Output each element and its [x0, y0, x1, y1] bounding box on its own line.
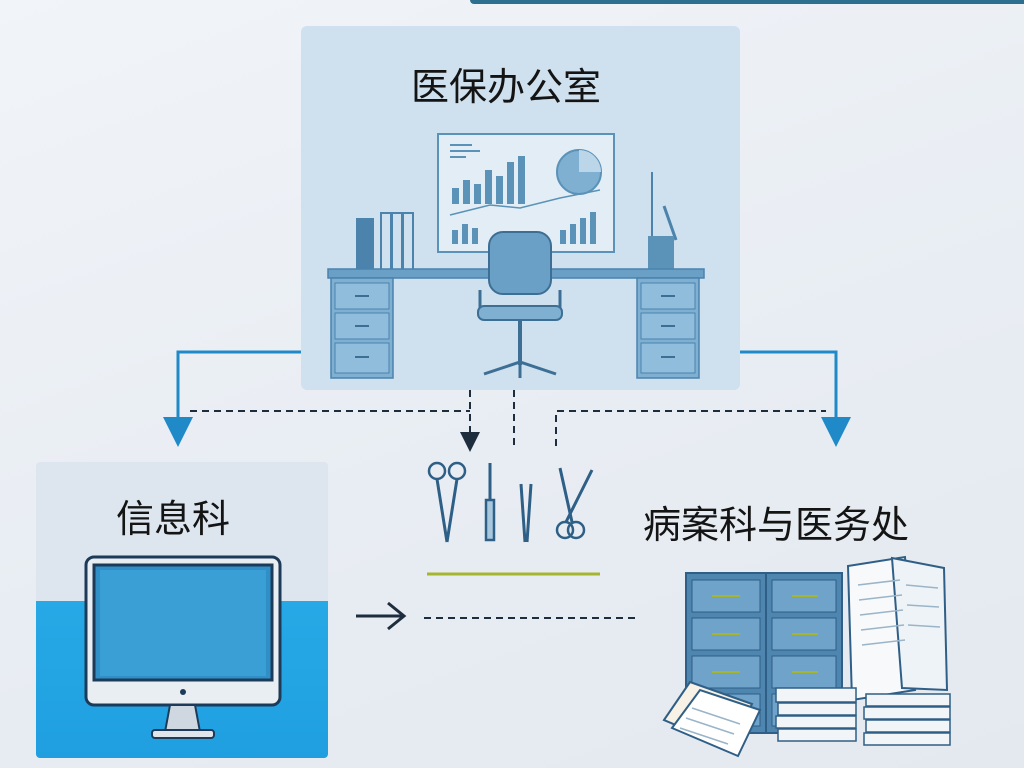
- office-title: 医保办公室: [411, 65, 602, 109]
- arrow-office-to-records: [740, 350, 851, 447]
- dashed-link-right: [555, 410, 826, 446]
- info-dept-title: 信息科: [116, 497, 231, 541]
- desktop-computer-icon: [84, 555, 282, 739]
- arrow-office-to-info: [163, 350, 301, 447]
- top-accent-bar: [470, 0, 1024, 4]
- records-dept-title: 病案科与医务处: [643, 503, 910, 547]
- connector-lines: [163, 350, 851, 631]
- arrow-info-to-records: [356, 601, 407, 631]
- office-desk-icon: [327, 133, 705, 379]
- surgical-tools-icon: [427, 461, 594, 543]
- file-cabinet-documents-icon: [662, 555, 951, 758]
